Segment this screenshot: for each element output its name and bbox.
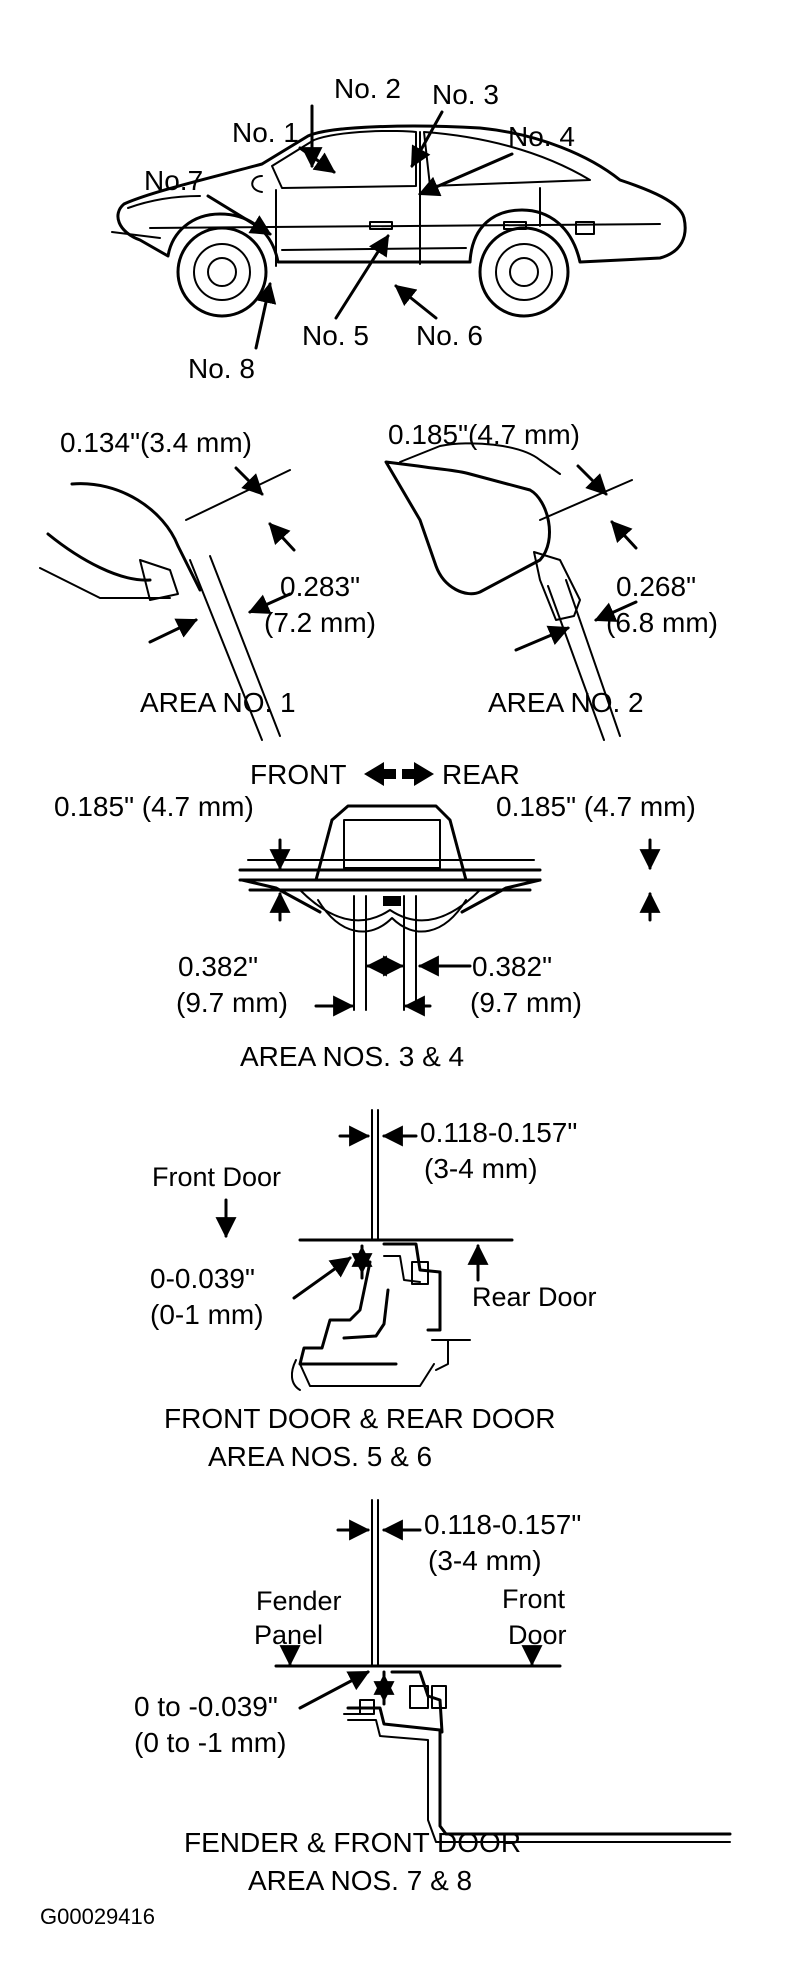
area1-dim-b1: 0.283" [280, 571, 360, 602]
label-no5: No. 5 [302, 320, 369, 351]
area56-gap1: 0.118-0.157" [420, 1117, 577, 1148]
label-no4: No. 4 [508, 121, 575, 152]
area56-caption1: FRONT DOOR & REAR DOOR [164, 1403, 556, 1434]
area1-caption: AREA NO. 1 [140, 687, 296, 718]
area78-flush1: 0 to -0.039" [134, 1691, 278, 1722]
area78-fender1: Fender [256, 1586, 342, 1616]
area34-dim-br2: (9.7 mm) [470, 987, 582, 1018]
area78-door1: Front [502, 1584, 566, 1614]
area56-rear-door: Rear Door [472, 1282, 597, 1312]
area1-dim-a: 0.134"(3.4 mm) [60, 427, 252, 458]
area78-flush2: (0 to -1 mm) [134, 1727, 286, 1758]
area34-dim-left: 0.185" (4.7 mm) [54, 791, 254, 822]
area34-dim-bl1: 0.382" [178, 951, 258, 982]
figure-code: G00029416 [40, 1904, 155, 1929]
area34-dim-right: 0.185" (4.7 mm) [496, 791, 696, 822]
car-illustration [111, 124, 687, 318]
label-no8: No. 8 [188, 353, 255, 384]
area2-dim-b2: (6.8 mm) [606, 607, 718, 638]
label-no6: No. 6 [416, 320, 483, 351]
area34-dim-bl2: (9.7 mm) [176, 987, 288, 1018]
area56-flush1: 0-0.039" [150, 1263, 255, 1294]
area34-rear: REAR [442, 759, 520, 790]
area2-caption: AREA NO. 2 [488, 687, 644, 718]
area34-front: FRONT [250, 759, 346, 790]
label-no7: No.7 [144, 165, 203, 196]
area56-flush2: (0-1 mm) [150, 1299, 264, 1330]
area56-caption2: AREA NOS. 5 & 6 [208, 1441, 432, 1472]
label-no1: No. 1 [232, 117, 299, 148]
area78-section [274, 1499, 732, 1843]
area78-caption1: FENDER & FRONT DOOR [184, 1827, 521, 1858]
area78-gap1: 0.118-0.157" [424, 1509, 581, 1540]
area1-section [39, 466, 296, 741]
area34-section [238, 804, 661, 1017]
area34-dim-br1: 0.382" [472, 951, 552, 982]
label-no2: No. 2 [334, 73, 401, 104]
area2-dim-b1: 0.268" [616, 571, 696, 602]
area78-gap2: (3-4 mm) [428, 1545, 542, 1576]
car-leader-arrows [206, 104, 514, 350]
area78-fender2: Panel [254, 1620, 323, 1650]
area1-dim-b2: (7.2 mm) [264, 607, 376, 638]
label-no3: No. 3 [432, 79, 499, 110]
area2-dim-a: 0.185"(4.7 mm) [388, 419, 580, 450]
front-rear-arrows [364, 762, 434, 786]
area56-section [215, 1109, 514, 1391]
area78-door2: Door [508, 1620, 567, 1650]
area34-caption: AREA NOS. 3 & 4 [240, 1041, 464, 1072]
area2-section [384, 442, 638, 741]
area56-front-door: Front Door [152, 1162, 281, 1192]
area78-caption2: AREA NOS. 7 & 8 [248, 1865, 472, 1896]
area56-gap2: (3-4 mm) [424, 1153, 538, 1184]
